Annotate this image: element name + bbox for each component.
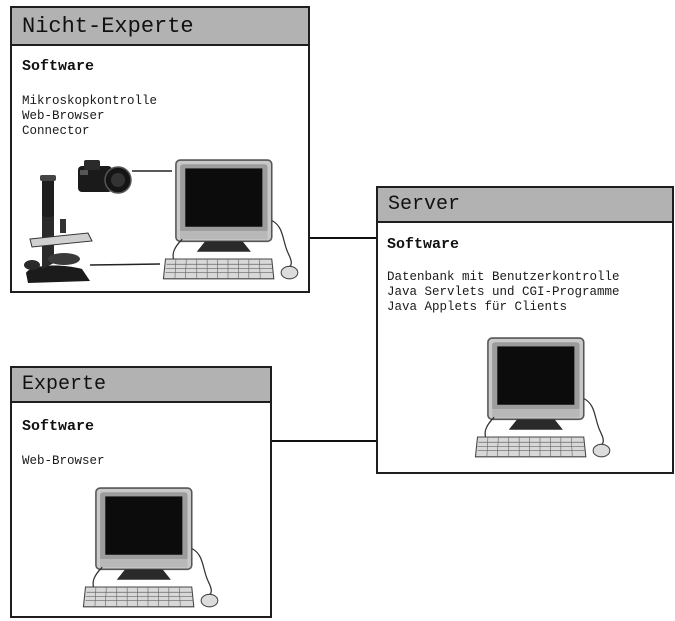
camera-cable [132, 170, 172, 172]
server-software-list: Datenbank mit Benutzerkontrolle Java Ser… [387, 270, 620, 315]
list-item: Mikroskopkontrolle [22, 94, 158, 108]
microscope-cable [90, 263, 160, 266]
nicht-experte-software-heading: Software [22, 58, 95, 75]
server-software-heading: Software [387, 236, 460, 253]
computer-icon [474, 337, 611, 458]
server-box: Server Software Datenbank mit Benutzerko… [376, 186, 674, 474]
computer-icon [82, 487, 219, 608]
list-item: Java Servlets und CGI-Programme [387, 285, 620, 299]
experte-header: Experte [12, 368, 270, 403]
experte-title: Experte [22, 373, 107, 396]
nicht-experte-box: Nicht-Experte Software Mikroskopkontroll… [10, 6, 310, 293]
list-item: Web-Browser [22, 454, 105, 468]
list-item: Java Applets für Clients [387, 300, 568, 314]
list-item: Connector [22, 124, 90, 138]
nicht-experte-header: Nicht-Experte [12, 8, 308, 46]
nicht-experte-title: Nicht-Experte [22, 13, 194, 39]
experte-software-list: Web-Browser [22, 454, 105, 469]
list-item: Datenbank mit Benutzerkontrolle [387, 270, 620, 284]
list-item: Web-Browser [22, 109, 105, 123]
server-header: Server [378, 188, 672, 223]
server-title: Server [388, 193, 461, 216]
microscope-icon [24, 175, 93, 283]
experte-software-heading: Software [22, 418, 95, 435]
camera-icon [78, 160, 132, 194]
experte-box: Experte Software Web-Browser [10, 366, 272, 618]
nicht-experte-software-list: Mikroskopkontrolle Web-Browser Connector [22, 94, 157, 139]
computer-icon [162, 159, 299, 280]
